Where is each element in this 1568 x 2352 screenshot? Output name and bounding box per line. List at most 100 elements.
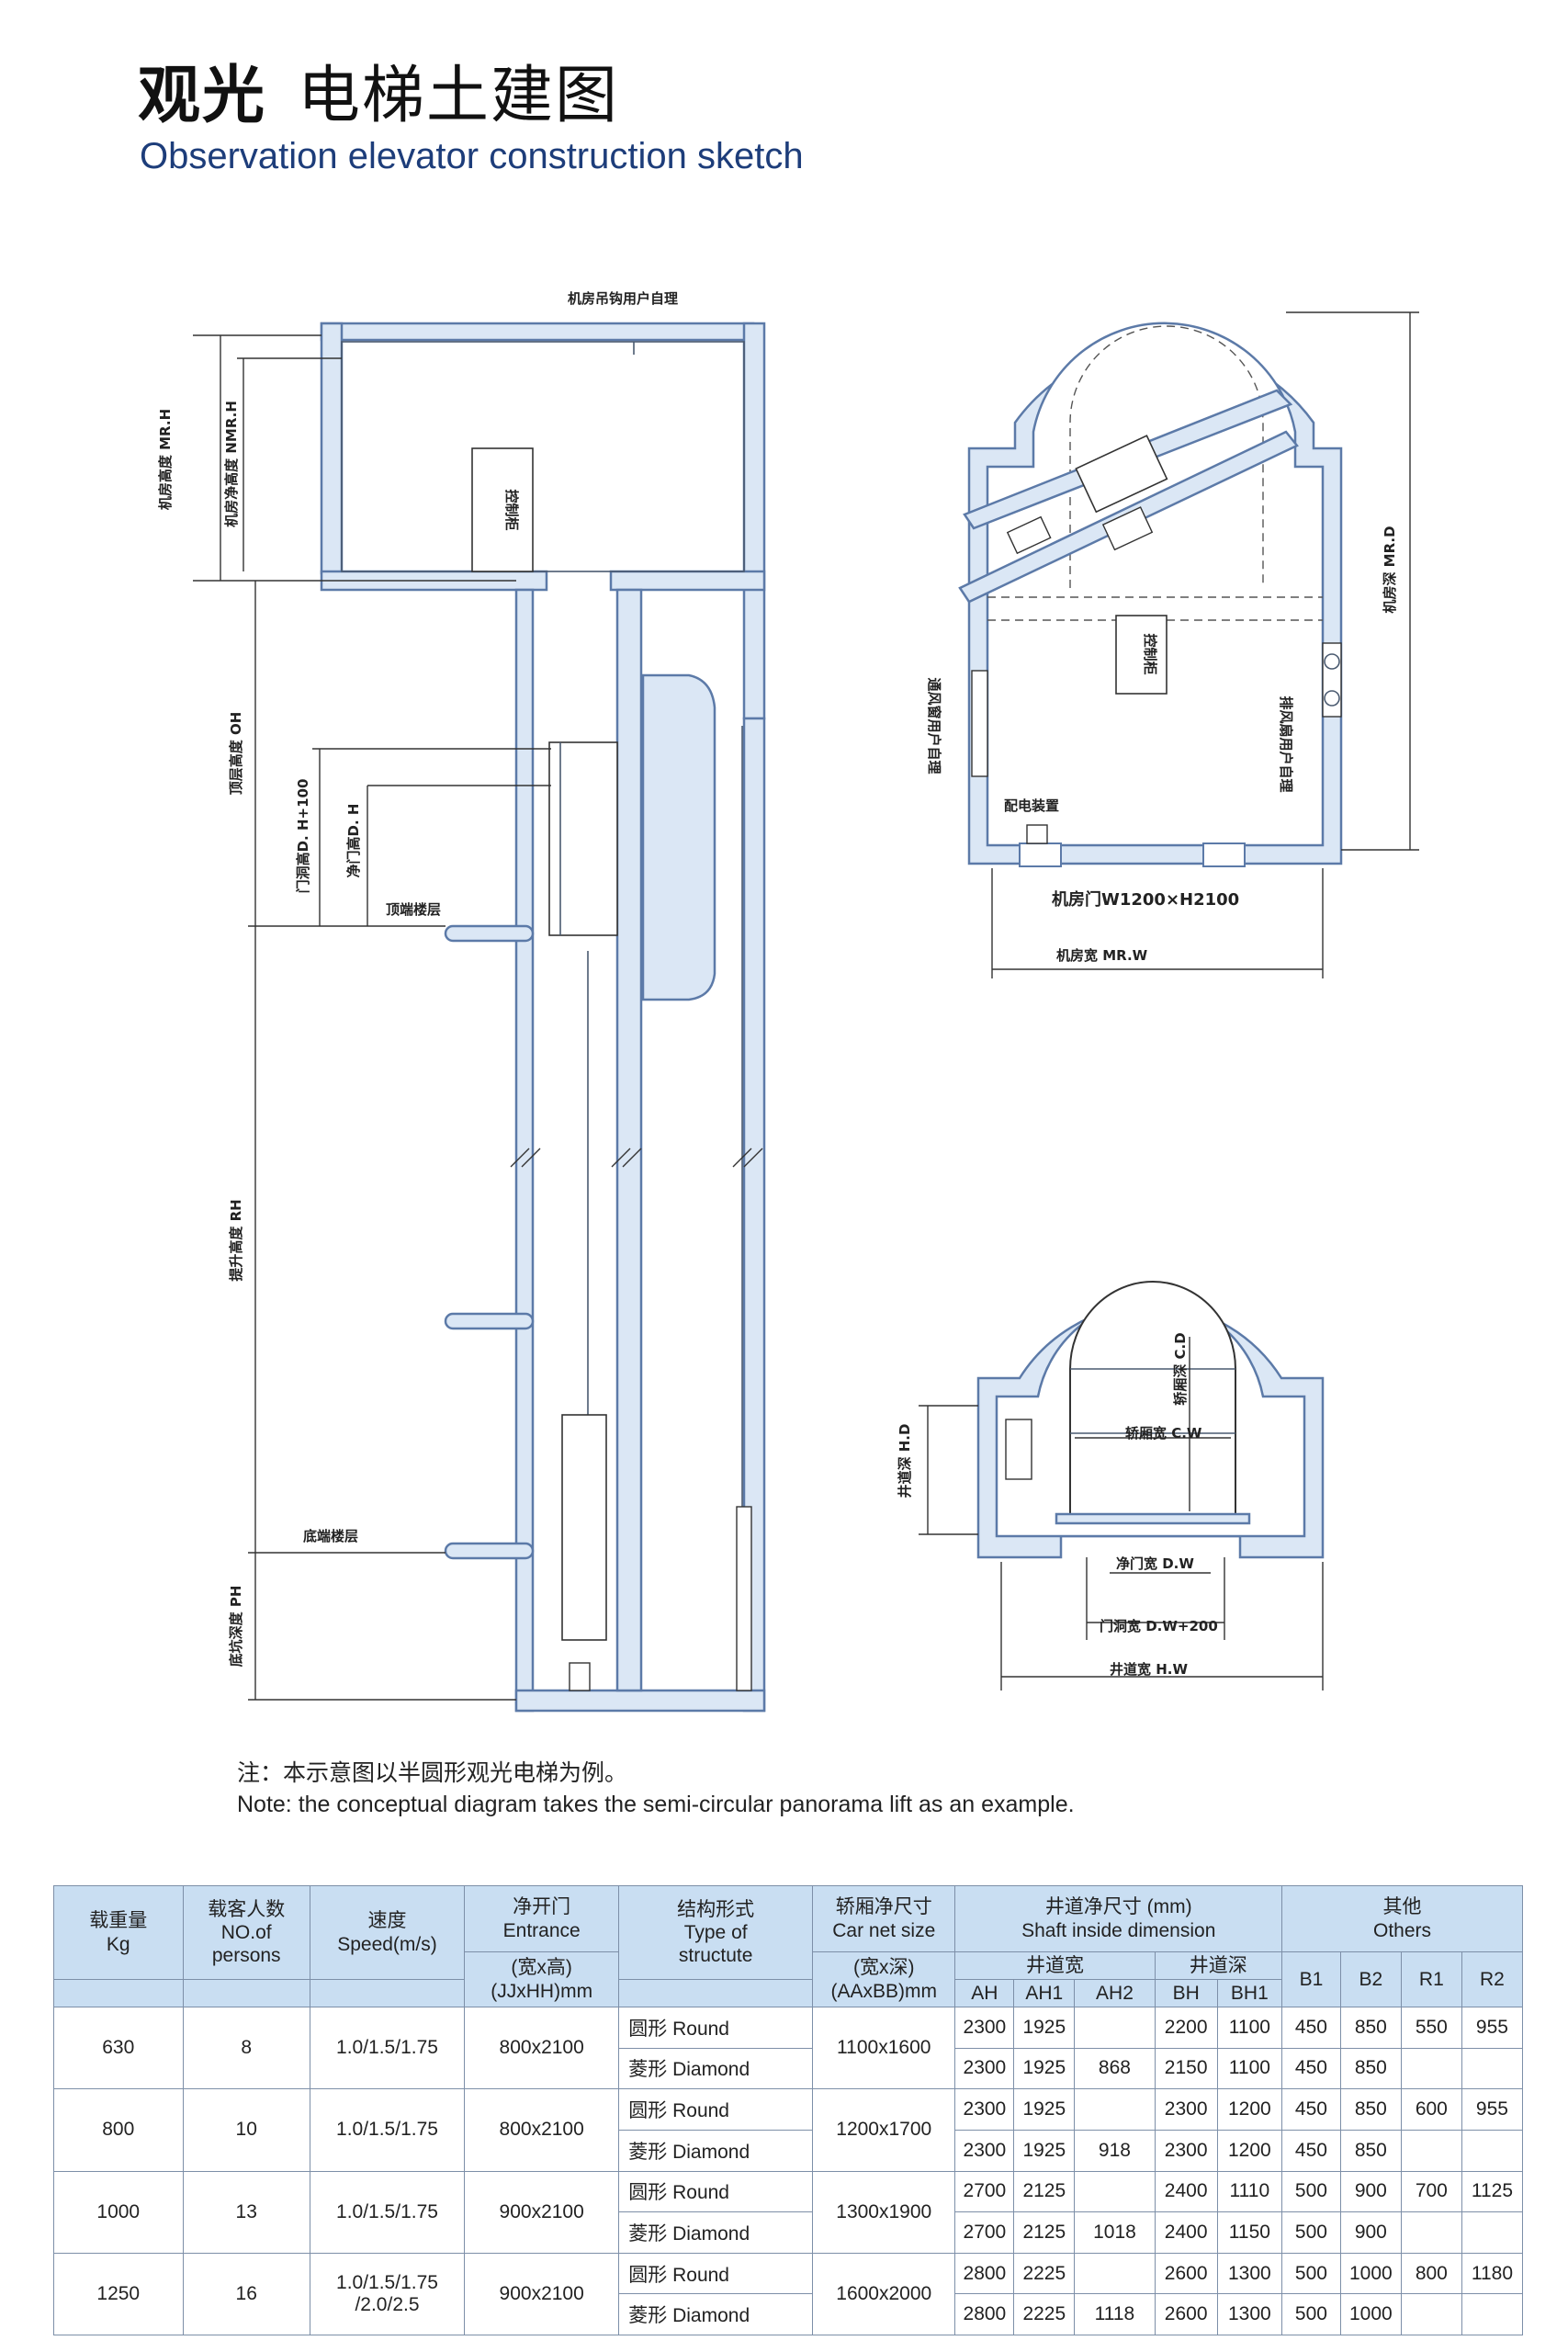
entrance-cell: 800x2100: [464, 2006, 620, 2090]
sheave: [1101, 506, 1154, 551]
vent-right-label: 排风扇用户自理: [1278, 695, 1294, 792]
section-view: 控制柜: [157, 290, 766, 1713]
b1-cell: 500: [1281, 2293, 1341, 2335]
th-persons: 载客人数 NO.of persons: [182, 1885, 310, 1980]
travel-label: 提升高度 RH: [228, 1199, 244, 1281]
buffer: [569, 1662, 591, 1691]
title-bold: 观光: [138, 60, 267, 132]
speed-cell: 1.0/1.5/1.75: [309, 2170, 466, 2254]
speed-cell: 1.0/1.5/1.75: [309, 2006, 466, 2090]
th-blank-3: [309, 1979, 466, 2007]
break-mark-left: [510, 1148, 541, 1168]
ah1-cell: 2225: [1013, 2293, 1076, 2335]
clear-height-label: 净门高D. H: [345, 804, 362, 878]
mr-net-height-label: 机房净高度 NMR.H: [223, 401, 240, 527]
mr-depth-label: 机房深 MR.D: [1382, 526, 1398, 613]
b2-cell: 1000: [1339, 2293, 1402, 2335]
type-cell: 圆形 Round: [618, 2007, 814, 2049]
bh-cell: 2300: [1154, 2088, 1218, 2131]
b2-cell: 850: [1339, 2129, 1402, 2172]
ah2-cell: [1074, 2007, 1156, 2049]
r2-cell: [1461, 2211, 1524, 2254]
b2-cell: 850: [1339, 2047, 1402, 2090]
bh-cell: 2400: [1154, 2170, 1218, 2213]
b2-cell: 1000: [1339, 2252, 1402, 2295]
bh-cell: 2300: [1154, 2129, 1218, 2172]
th-b2: B2: [1339, 1951, 1402, 2007]
car: [548, 741, 618, 936]
car-size-cell: 1600x2000: [812, 2252, 956, 2336]
ah-cell: 2800: [954, 2252, 1015, 2295]
bh1-cell: 1300: [1216, 2293, 1283, 2335]
ah2-cell: [1074, 2252, 1156, 2295]
ah2-cell: [1074, 2088, 1156, 2131]
mr-interior: [341, 341, 745, 572]
bh1-cell: 1110: [1216, 2170, 1283, 2213]
bh1-cell: 1300: [1216, 2252, 1283, 2295]
vent-window: [971, 670, 988, 777]
th-b1: B1: [1281, 1951, 1341, 2007]
power-label: 配电装置: [1004, 797, 1059, 814]
r2-cell: [1461, 2129, 1524, 2172]
th-blank-2: [182, 1979, 310, 2007]
type-cell: 菱形 Diamond: [618, 2211, 814, 2254]
bh1-cell: 1200: [1216, 2088, 1283, 2131]
type-cell: 圆形 Round: [618, 2088, 814, 2131]
construction-diagram: .wall { fill:#dbe7f5; stroke:#5c7aa8; st…: [157, 290, 1419, 1713]
r1-cell: [1400, 2047, 1462, 2090]
car-plan: [1069, 1281, 1236, 1517]
machine-room-plan: 控制柜 机房深 MR.D 通风窗用户自理 排风扇用户自理 配电装置 机房门W12…: [926, 311, 1419, 978]
th-speed: 速度 Speed(m/s): [309, 1885, 466, 1980]
th-ah2: AH2: [1074, 1979, 1156, 2007]
door-opening-label: 门洞宽 D.W+200: [1100, 1618, 1218, 1634]
th-shaft-depth: 井道深: [1154, 1951, 1283, 1980]
spec-table: 载重量 Kg 载客人数 NO.of persons 速度 Speed(m/s) …: [53, 1885, 1524, 2336]
ah-cell: 2300: [954, 2007, 1015, 2049]
type-cell: 菱形 Diamond: [618, 2047, 814, 2090]
persons-cell: 16: [182, 2252, 310, 2336]
counterweight: [561, 1414, 607, 1641]
type-cell: 菱形 Diamond: [618, 2129, 814, 2172]
type-cell: 菱形 Diamond: [618, 2293, 814, 2335]
note-cn: 注：本示意图以半圆形观光电梯为例。: [237, 1759, 628, 1786]
mr-door-gap-right: [1202, 842, 1246, 867]
ah1-cell: 2225: [1013, 2252, 1076, 2295]
th-load: 载重量 Kg: [53, 1885, 184, 1980]
fan-icon: [1324, 653, 1340, 670]
rope-block: [1006, 515, 1052, 555]
bh1-cell: 1100: [1216, 2047, 1283, 2090]
r1-cell: 800: [1400, 2252, 1462, 2295]
ah1-cell: 2125: [1013, 2170, 1076, 2213]
bh1-cell: 1200: [1216, 2129, 1283, 2172]
persons-cell: 10: [182, 2088, 310, 2172]
traction-machine: [1075, 435, 1168, 514]
ah-cell: 2700: [954, 2211, 1015, 2254]
ah2-cell: [1074, 2170, 1156, 2213]
b2-cell: 900: [1339, 2211, 1402, 2254]
th-r1: R1: [1400, 1951, 1462, 2007]
r1-cell: 550: [1400, 2007, 1462, 2049]
ah2-cell: 918: [1074, 2129, 1156, 2172]
mid-floor-slab: [444, 1312, 535, 1330]
car-depth-label: 轿厢深 C.D: [1172, 1332, 1189, 1405]
car-width-label: 轿厢宽 C.W: [1125, 1425, 1202, 1442]
mr-roof-wall: [320, 322, 755, 342]
control-cabinet-label: 控制柜: [503, 489, 520, 530]
ah1-cell: 1925: [1013, 2047, 1076, 2090]
bh-cell: 2600: [1154, 2293, 1218, 2335]
mr-left-wall: [320, 322, 344, 575]
ah1-cell: 1925: [1013, 2129, 1076, 2172]
mr-hook-label: 机房吊钩用户自理: [568, 290, 678, 307]
counterweight-plan: [1005, 1419, 1032, 1480]
bh1-cell: 1150: [1216, 2211, 1283, 2254]
mr-door-gap-left: [1019, 842, 1062, 867]
r2-cell: [1461, 2293, 1524, 2335]
ah2-cell: 1118: [1074, 2293, 1156, 2335]
shaft-plan: 轿厢深 C.D 轿厢宽 C.W 井道深 H.D 净门宽 D.W 门洞宽 D.W+…: [897, 1281, 1325, 1690]
speed-cell: 1.0/1.5/1.75: [309, 2088, 466, 2172]
